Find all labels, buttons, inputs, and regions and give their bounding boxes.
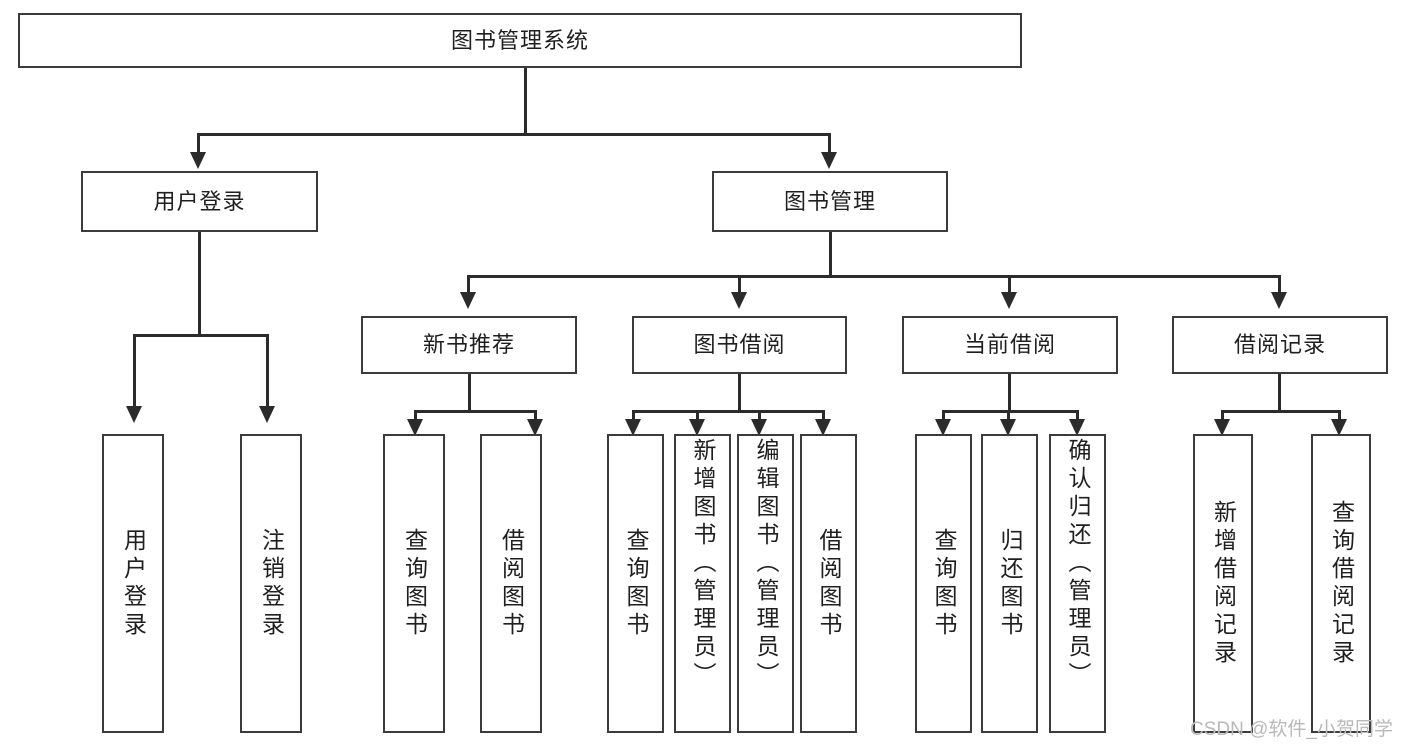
arrow-to-leaf-query-record [1331, 419, 1347, 436]
leaf-confirm-return-label: 确认归还（管理员） [1065, 438, 1091, 690]
connector-cb-drop-3 [1076, 410, 1079, 422]
connector-nbr-drop-1 [414, 410, 417, 422]
connector-bm-drop-3 [1008, 275, 1011, 295]
leaf-edit-book[interactable]: 编辑图书（管理员） [737, 434, 794, 733]
node-borrow-record[interactable]: 借阅记录 [1172, 316, 1388, 374]
connector-user-login-stem [198, 232, 201, 336]
leaf-query-book-3-label: 查询图书 [931, 527, 957, 640]
connector-book-management-stem [829, 232, 832, 277]
arrow-to-leaf-query-book-2 [625, 419, 641, 436]
connector-bb-drop-4 [822, 410, 825, 422]
arrow-to-leaf-logout-login [259, 406, 275, 423]
connector-root-stem [524, 68, 527, 135]
leaf-edit-book-label: 编辑图书（管理员） [753, 438, 779, 690]
leaf-add-book[interactable]: 新增图书（管理员） [674, 434, 731, 733]
leaf-logout-login-label: 注销登录 [258, 527, 285, 640]
connector-user-login-drop-1 [133, 334, 136, 409]
arrow-to-new-book-recommend [460, 292, 476, 309]
connector-br-drop-2 [1338, 410, 1341, 422]
leaf-add-record[interactable]: 新增借阅记录 [1193, 434, 1253, 733]
arrow-to-leaf-edit-book [751, 419, 767, 436]
arrow-to-leaf-confirm-return [1069, 419, 1085, 436]
connector-bm-drop-1 [467, 275, 470, 295]
connector-br-bus [1221, 410, 1341, 413]
node-book-management-label: 图书管理 [783, 188, 876, 214]
connector-cb-drop-2 [1007, 410, 1010, 422]
leaf-add-record-label: 新增借阅记录 [1210, 499, 1237, 668]
arrow-to-book-borrow [731, 292, 747, 309]
node-root-label: 图书管理系统 [450, 27, 589, 53]
arrow-to-leaf-add-book [689, 419, 705, 436]
leaf-query-book-3[interactable]: 查询图书 [915, 434, 972, 733]
arrow-to-leaf-user-login [126, 406, 142, 423]
leaf-query-book-1-label: 查询图书 [401, 527, 428, 640]
arrow-to-leaf-borrow-book-2 [815, 419, 831, 436]
node-user-login[interactable]: 用户登录 [81, 171, 318, 232]
connector-cb-bus [942, 410, 1079, 413]
arrow-to-borrow-record [1271, 292, 1287, 309]
connector-bm-drop-4 [1278, 275, 1281, 295]
arrow-to-leaf-return-book [1000, 419, 1016, 436]
csdn-watermark: CSDN @软件_小贺同学 [1190, 719, 1393, 740]
node-current-borrow-label: 当前借阅 [963, 332, 1056, 358]
connector-cb-stem [1008, 374, 1011, 412]
node-borrow-record-label: 借阅记录 [1233, 332, 1326, 358]
connector-user-login-bus [133, 334, 268, 337]
leaf-return-book-label: 归还图书 [997, 527, 1023, 640]
connector-nbr-drop-2 [534, 410, 537, 422]
leaf-query-book-1[interactable]: 查询图书 [383, 434, 445, 733]
connector-bm-drop-2 [738, 275, 741, 295]
connector-bb-drop-2 [696, 410, 699, 422]
node-user-login-label: 用户登录 [153, 188, 246, 214]
connector-bb-stem [738, 374, 741, 412]
connector-bb-drop-1 [632, 410, 635, 422]
arrow-to-book-management [821, 152, 837, 169]
leaf-borrow-book-1[interactable]: 借阅图书 [480, 434, 542, 733]
node-book-borrow[interactable]: 图书借阅 [632, 316, 847, 374]
connector-nbr-bus [414, 410, 536, 413]
node-new-book-recommend-label: 新书推荐 [422, 332, 515, 358]
leaf-query-record[interactable]: 查询借阅记录 [1311, 434, 1371, 733]
connector-cb-drop-1 [942, 410, 945, 422]
arrow-to-user-login [190, 152, 206, 169]
connector-root-right-drop [828, 133, 831, 155]
leaf-borrow-book-2[interactable]: 借阅图书 [800, 434, 857, 733]
node-new-book-recommend[interactable]: 新书推荐 [361, 316, 577, 374]
leaf-borrow-book-2-label: 借阅图书 [816, 527, 842, 640]
connector-br-drop-1 [1221, 410, 1224, 422]
arrow-to-leaf-borrow-book-1 [527, 419, 543, 436]
arrow-to-current-borrow [1001, 292, 1017, 309]
leaf-query-book-2-label: 查询图书 [623, 527, 649, 640]
node-book-management[interactable]: 图书管理 [712, 171, 948, 232]
node-root[interactable]: 图书管理系统 [18, 13, 1022, 68]
arrow-to-leaf-query-book-1 [407, 419, 423, 436]
leaf-add-book-label: 新增图书（管理员） [690, 438, 716, 690]
leaf-user-login[interactable]: 用户登录 [102, 434, 164, 733]
arrow-to-leaf-add-record [1214, 419, 1230, 436]
connector-root-left-drop [197, 133, 200, 155]
leaf-confirm-return[interactable]: 确认归还（管理员） [1049, 434, 1106, 733]
leaf-user-login-label: 用户登录 [120, 527, 147, 640]
connector-bb-bus [632, 410, 825, 413]
leaf-return-book[interactable]: 归还图书 [981, 434, 1038, 733]
leaf-query-record-label: 查询借阅记录 [1328, 499, 1355, 668]
connector-bb-drop-3 [758, 410, 761, 422]
leaf-logout-login[interactable]: 注销登录 [240, 434, 302, 733]
connector-br-stem [1278, 374, 1281, 412]
leaf-borrow-book-1-label: 借阅图书 [498, 527, 525, 640]
node-current-borrow[interactable]: 当前借阅 [902, 316, 1118, 374]
connector-nbr-stem [468, 374, 471, 412]
connector-user-login-drop-2 [266, 334, 269, 409]
leaf-query-book-2[interactable]: 查询图书 [607, 434, 664, 733]
arrow-to-leaf-query-book-3 [935, 419, 951, 436]
connector-root-bus [197, 133, 830, 136]
node-book-borrow-label: 图书借阅 [693, 332, 786, 358]
connector-book-management-bus [467, 275, 1280, 278]
